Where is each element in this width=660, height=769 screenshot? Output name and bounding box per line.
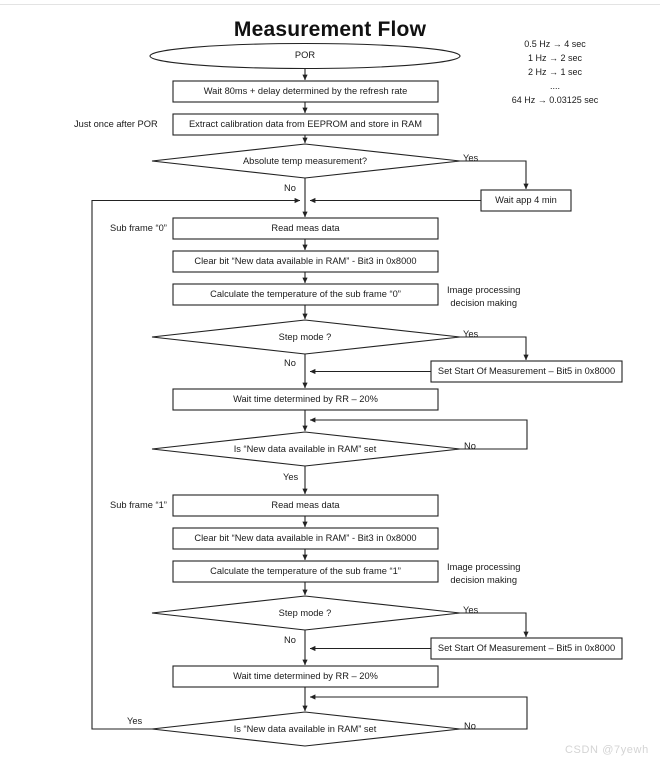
- legend-line-5: 64 Hz → 0.03125 sec: [511, 94, 599, 105]
- annotation-image-processing-0-line2: decision making: [450, 297, 518, 308]
- watermark: CSDN @7yewh: [565, 744, 649, 756]
- edge-newdata0-no-loop: [309, 417, 528, 450]
- annotation-just-once-after-por: Just once after POR: [74, 119, 158, 129]
- shape-read-meas-0: [172, 217, 439, 240]
- shape-wait-rr-0: [172, 388, 439, 411]
- edge-label-new-data-0-no: No: [464, 441, 476, 451]
- edge-label-abs-temp-no: No: [284, 183, 296, 193]
- annotation-image-processing-1: Image processing decision making: [447, 561, 520, 586]
- shape-por: [149, 42, 461, 70]
- page-top-rule: [0, 4, 660, 5]
- shape-extract-cal: [172, 113, 439, 136]
- edge-abstemp-yes-to-wait4min: [460, 160, 529, 190]
- edge-label-step-mode-0-no: No: [284, 358, 296, 368]
- shape-new-data-0: [151, 431, 461, 467]
- annotation-image-processing-1-line2: decision making: [450, 574, 518, 585]
- annotation-sub-frame-1: Sub frame “1”: [110, 500, 167, 510]
- edge-newdata1-no-loop: [309, 694, 528, 730]
- shape-step-mode-1: [151, 595, 461, 631]
- shape-abs-temp: [151, 143, 461, 179]
- shape-new-data-1: [151, 711, 461, 747]
- annotation-image-processing-0-line1: Image processing: [447, 285, 521, 295]
- shape-set-som-0: [430, 360, 623, 383]
- annotation-image-processing-1-line1: Image processing: [447, 562, 521, 572]
- shape-read-meas-1: [172, 494, 439, 517]
- legend-line-2: 1 Hz → 2 sec: [527, 52, 583, 63]
- shape-calc-temp-0: [172, 283, 439, 306]
- edge-step0-yes-to-som0: [460, 336, 529, 361]
- shape-wait-rr-1: [172, 665, 439, 688]
- edge-label-step-mode-1-yes: Yes: [463, 605, 479, 615]
- shape-clear-bit-0: [172, 250, 439, 273]
- shape-set-som-1: [430, 637, 623, 660]
- legend-line-3: 2 Hz → 1 sec: [527, 66, 583, 77]
- legend-line-1: 0.5 Hz → 4 sec: [524, 39, 586, 49]
- shape-clear-bit-1: [172, 527, 439, 550]
- shape-step-mode-0: [151, 319, 461, 355]
- edge-outer-loop-left: [91, 197, 301, 730]
- edge-label-new-data-1-no: No: [464, 721, 476, 731]
- page-title: Measurement Flow: [233, 18, 427, 41]
- annotation-image-processing-0: Image processing decision making: [447, 284, 520, 309]
- annotation-sub-frame-0: Sub frame “0”: [110, 223, 167, 233]
- edge-label-step-mode-1-no: No: [284, 635, 296, 645]
- shape-wait4min: [480, 189, 572, 212]
- edge-label-step-mode-0-yes: Yes: [463, 329, 479, 339]
- edge-label-new-data-1-yes: Yes: [127, 716, 143, 726]
- refresh-rate-legend: 0.5 Hz → 4 sec 1 Hz → 2 sec 2 Hz → 1 sec…: [455, 38, 655, 108]
- edge-label-abs-temp-yes: Yes: [463, 153, 479, 163]
- shape-wait80ms: [172, 80, 439, 103]
- legend-line-4: ....: [549, 80, 560, 91]
- edge-step1-yes-to-som1: [460, 612, 529, 638]
- shape-calc-temp-1: [172, 560, 439, 583]
- edge-label-new-data-0-yes: Yes: [283, 472, 299, 482]
